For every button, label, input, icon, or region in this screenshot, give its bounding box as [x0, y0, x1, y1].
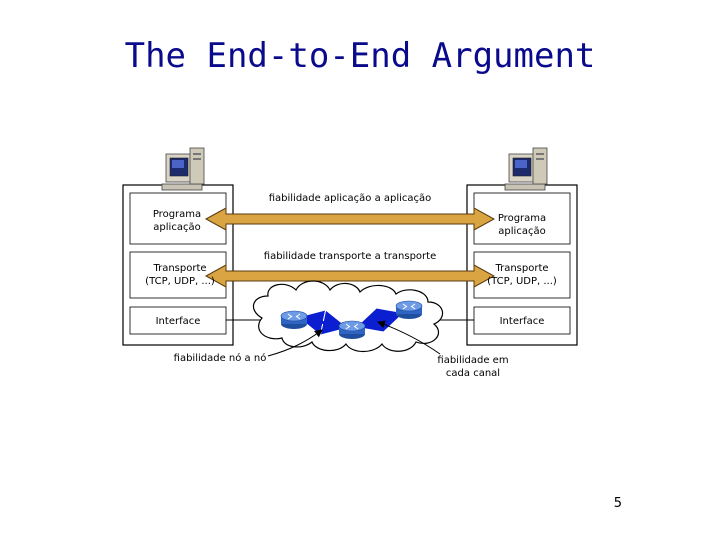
left-host-stack: [122, 184, 234, 346]
per-channel-pointer: [377, 320, 441, 355]
left-transport-label: Transporte: [153, 263, 207, 274]
router-icon: [280, 310, 308, 329]
node-to-node-label: fiabilidade nó a nó: [173, 353, 267, 364]
right-interface-label: Interface: [499, 316, 545, 327]
node-to-node-pointer: [267, 329, 323, 357]
right-transport-protocols: (TCP, UDP, ...): [487, 276, 557, 287]
computer-icon: [161, 147, 205, 191]
left-interface-box: [129, 306, 227, 335]
right-app-label: Programa aplicação: [497, 213, 547, 237]
router-icon: [338, 320, 366, 339]
page-number: 5: [613, 496, 622, 511]
hop-link-1: [299, 310, 347, 335]
hop-link-2: [357, 308, 403, 332]
per-channel-label-line1: fiabilidade em: [437, 355, 509, 366]
computer-icon: [504, 147, 548, 191]
router-icon: [395, 300, 423, 319]
left-interface-label: Interface: [155, 316, 201, 327]
right-host-stack: [466, 184, 578, 346]
right-transport-label: Transporte: [495, 263, 549, 274]
app-to-app-arrow: [204, 207, 496, 231]
left-app-label: Programa aplicação: [152, 209, 202, 233]
transport-to-transport-label: fiabilidade transporte a transporte: [263, 251, 437, 262]
transport-to-transport-arrow: [204, 264, 496, 288]
slide-title: The End-to-End Argument: [124, 36, 596, 76]
per-channel-label-line2: cada canal: [445, 368, 501, 379]
left-transport-protocols: (TCP, UDP, ...): [145, 276, 215, 287]
app-to-app-label: fiabilidade aplicação a aplicação: [268, 193, 432, 204]
